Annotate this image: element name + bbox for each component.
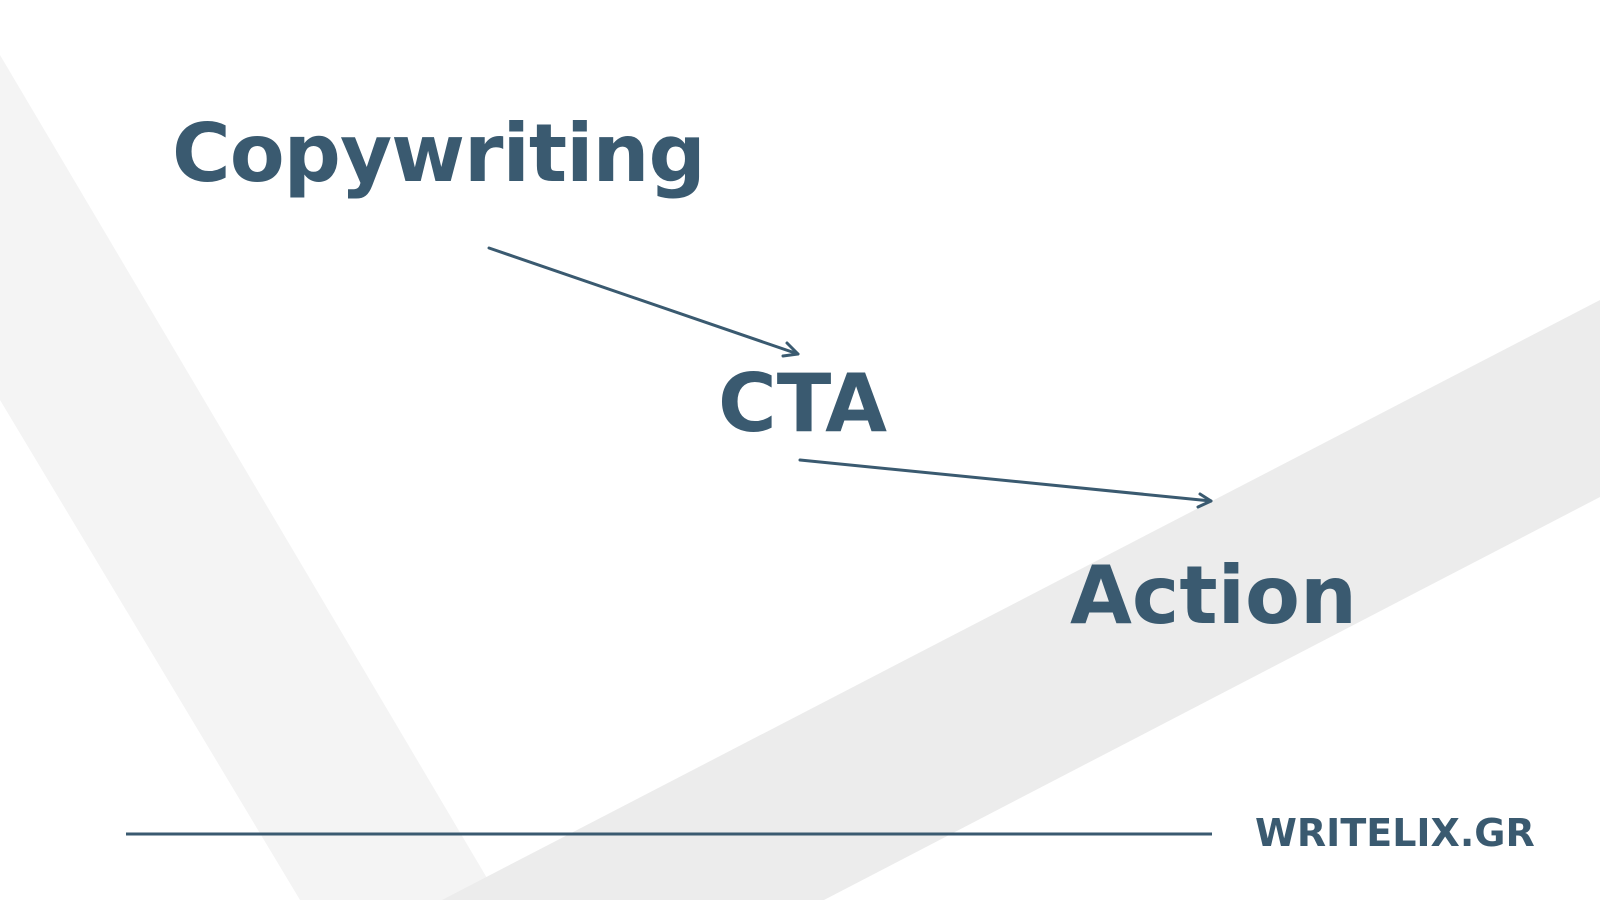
node-copywriting: Copywriting — [172, 107, 706, 200]
left-diagonal-band — [0, 55, 500, 900]
right-diagonal-band — [442, 300, 1600, 900]
arrow-copywriting-to-cta — [487, 246, 800, 358]
node-cta: CTA — [718, 357, 887, 450]
arrow-cta-to-action — [798, 458, 1213, 509]
node-action: Action — [1070, 549, 1357, 642]
brand-logo-text: WRITELIX.GR — [1255, 811, 1535, 855]
